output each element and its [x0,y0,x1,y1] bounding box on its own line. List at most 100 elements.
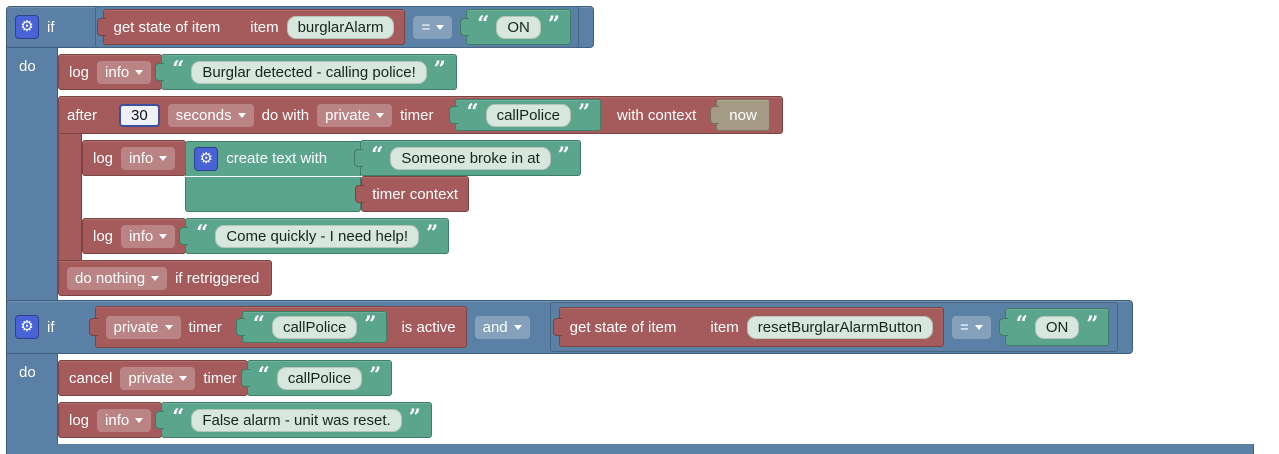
rule2-text-on-block[interactable]: “ ON ” [998,308,1110,346]
do-with-label: do with [261,106,310,124]
rule1-statements: log info “ Burglar detected - calling po… [58,48,783,302]
log-message-block[interactable]: “ Come quickly - I need help! ” [179,218,450,254]
rule1-text-on-block[interactable]: “ ON ” [460,9,571,45]
timer-scope-dropdown[interactable]: private [317,103,393,127]
log-statement[interactable]: log info ⚙ [82,140,581,212]
dropdown-arrow-icon [164,324,173,330]
item-name-field[interactable]: burglarAlarm [286,15,395,39]
log-level-dropdown[interactable]: info [97,60,152,84]
log-message-field[interactable]: Burglar detected - calling police! [191,60,427,84]
timer-name-field[interactable]: callPolice [276,366,363,390]
rule1-if-block[interactable]: ⚙ if get state of item item burglarAlarm… [6,6,783,311]
log-statement[interactable]: log info “ Burglar detected - calling po… [58,54,457,90]
log-message-field[interactable]: False alarm - unit was reset. [191,408,402,432]
log-level-dropdown[interactable]: info [121,224,176,248]
after-timer-spine [58,134,82,260]
quote-open-icon: “ [172,56,185,81]
logic-operator-value: and [482,318,508,336]
create-text-block[interactable]: ⚙ create text with “ Someone broke in at… [185,140,581,212]
log-level-value: info [129,227,154,245]
create-text-label: create text with [226,150,328,167]
is-active-label: is active [401,318,456,336]
timer-name-field[interactable]: callPolice [485,103,571,127]
log-level-dropdown[interactable]: info [121,146,176,170]
retrigger-label: if retriggered [175,269,260,287]
text-value-field[interactable]: ON [496,15,541,39]
timer-label: timer [188,318,222,336]
rule2-if-header[interactable]: ⚙ if private timer “ callPolice ” is act… [6,300,1134,354]
connector-tab-icon [355,185,365,203]
create-text-input-row [185,176,362,212]
timer-context-block[interactable]: timer context [355,176,470,212]
quote-open-icon: “ [252,311,265,336]
quote-close-icon: ” [426,220,439,245]
text-item-field[interactable]: Someone broke in at [390,146,551,170]
timer-name-block[interactable]: “ callPolice ” [235,311,388,343]
gear-icon[interactable]: ⚙ [194,146,219,171]
timer-active-block[interactable]: private timer “ callPolice ” is active [88,306,467,348]
logic-operator-dropdown[interactable]: and [474,315,530,339]
log-block[interactable]: log info [82,140,187,176]
dropdown-arrow-icon [151,275,160,281]
gear-icon[interactable]: ⚙ [15,315,39,339]
retrigger-footer[interactable]: do nothing if retriggered [58,260,273,296]
operator-dropdown[interactable]: = [951,315,991,339]
rule2-do-spine: do [6,354,58,444]
rule1-if-header[interactable]: ⚙ if get state of item item burglarAlarm… [6,6,594,48]
now-block[interactable]: now [710,99,770,131]
cancel-timer-block[interactable]: cancel private timer [58,360,248,396]
rule2-comparison-block[interactable]: get state of item item resetBurglarAlarm… [549,302,1119,352]
duration-field[interactable]: 30 [119,103,160,127]
timer-scope-value: private [113,318,159,336]
quote-open-icon: “ [196,220,209,245]
connector-tab-icon [155,411,165,429]
log-level-value: info [105,411,130,429]
rule2-get-state-block[interactable]: get state of item item resetBurglarAlarm… [552,307,944,347]
item-name-field[interactable]: resetBurglarAlarmButton [746,315,933,339]
log-message-block[interactable]: “ Burglar detected - calling police! ” [155,54,457,90]
quote-open-icon: “ [477,11,490,36]
gear-icon[interactable]: ⚙ [15,15,39,39]
timer-name-block[interactable]: “ callPolice ” [449,99,602,131]
dropdown-arrow-icon [436,24,445,30]
rule1-get-state-block[interactable]: get state of item item burglarAlarm [96,9,406,45]
log-block[interactable]: log info [82,218,187,254]
time-unit-dropdown[interactable]: seconds [167,103,254,127]
after-timer-block[interactable]: after 30 seconds do with private timer [58,96,783,296]
dropdown-arrow-icon [513,324,522,330]
timer-label: timer [400,106,434,124]
log-level-value: info [129,149,154,167]
dropdown-arrow-icon [135,69,144,75]
after-timer-body: log info ⚙ [58,134,581,260]
connector-tab-icon [449,106,459,124]
rule1-comparison-block[interactable]: get state of item item burglarAlarm = “ … [94,6,579,48]
dropdown-arrow-icon [159,233,168,239]
timer-name-block[interactable]: “ callPolice ” [240,360,393,396]
timer-scope-dropdown[interactable]: private [105,315,181,339]
log-level-dropdown[interactable]: info [97,408,152,432]
create-text-header[interactable]: ⚙ create text with [185,140,362,176]
log-block[interactable]: log info [58,402,163,438]
log-block[interactable]: log info [58,54,163,90]
cancel-timer-statement[interactable]: cancel private timer “ callPolice ” [58,360,393,396]
log-statement[interactable]: log info “ False alarm - unit was reset.… [58,402,432,438]
quote-close-icon: ” [408,404,421,429]
text-value-field[interactable]: ON [1034,315,1080,339]
log-message-block[interactable]: “ False alarm - unit was reset. ” [155,402,432,438]
after-timer-header[interactable]: after 30 seconds do with private timer [58,96,783,134]
connector-tab-icon [240,369,250,387]
timer-name-field[interactable]: callPolice [271,315,358,339]
retrigger-policy-dropdown[interactable]: do nothing [67,266,168,290]
log-statement[interactable]: log info “ Come quickly - I need [82,218,450,254]
operator-value: = [421,18,431,36]
log-label: log [93,149,114,167]
timer-scope-dropdown[interactable]: private [120,366,196,390]
log-message-field[interactable]: Come quickly - I need help! [215,224,420,248]
connector-tab-icon [552,318,562,336]
rule2-footer [6,444,1254,454]
if-label: if [47,318,55,336]
operator-dropdown[interactable]: = [413,15,453,39]
text-item-block[interactable]: “ Someone broke in at ” [354,140,581,176]
rule2-if-block[interactable]: ⚙ if private timer “ callPolice ” is act… [6,300,1254,454]
